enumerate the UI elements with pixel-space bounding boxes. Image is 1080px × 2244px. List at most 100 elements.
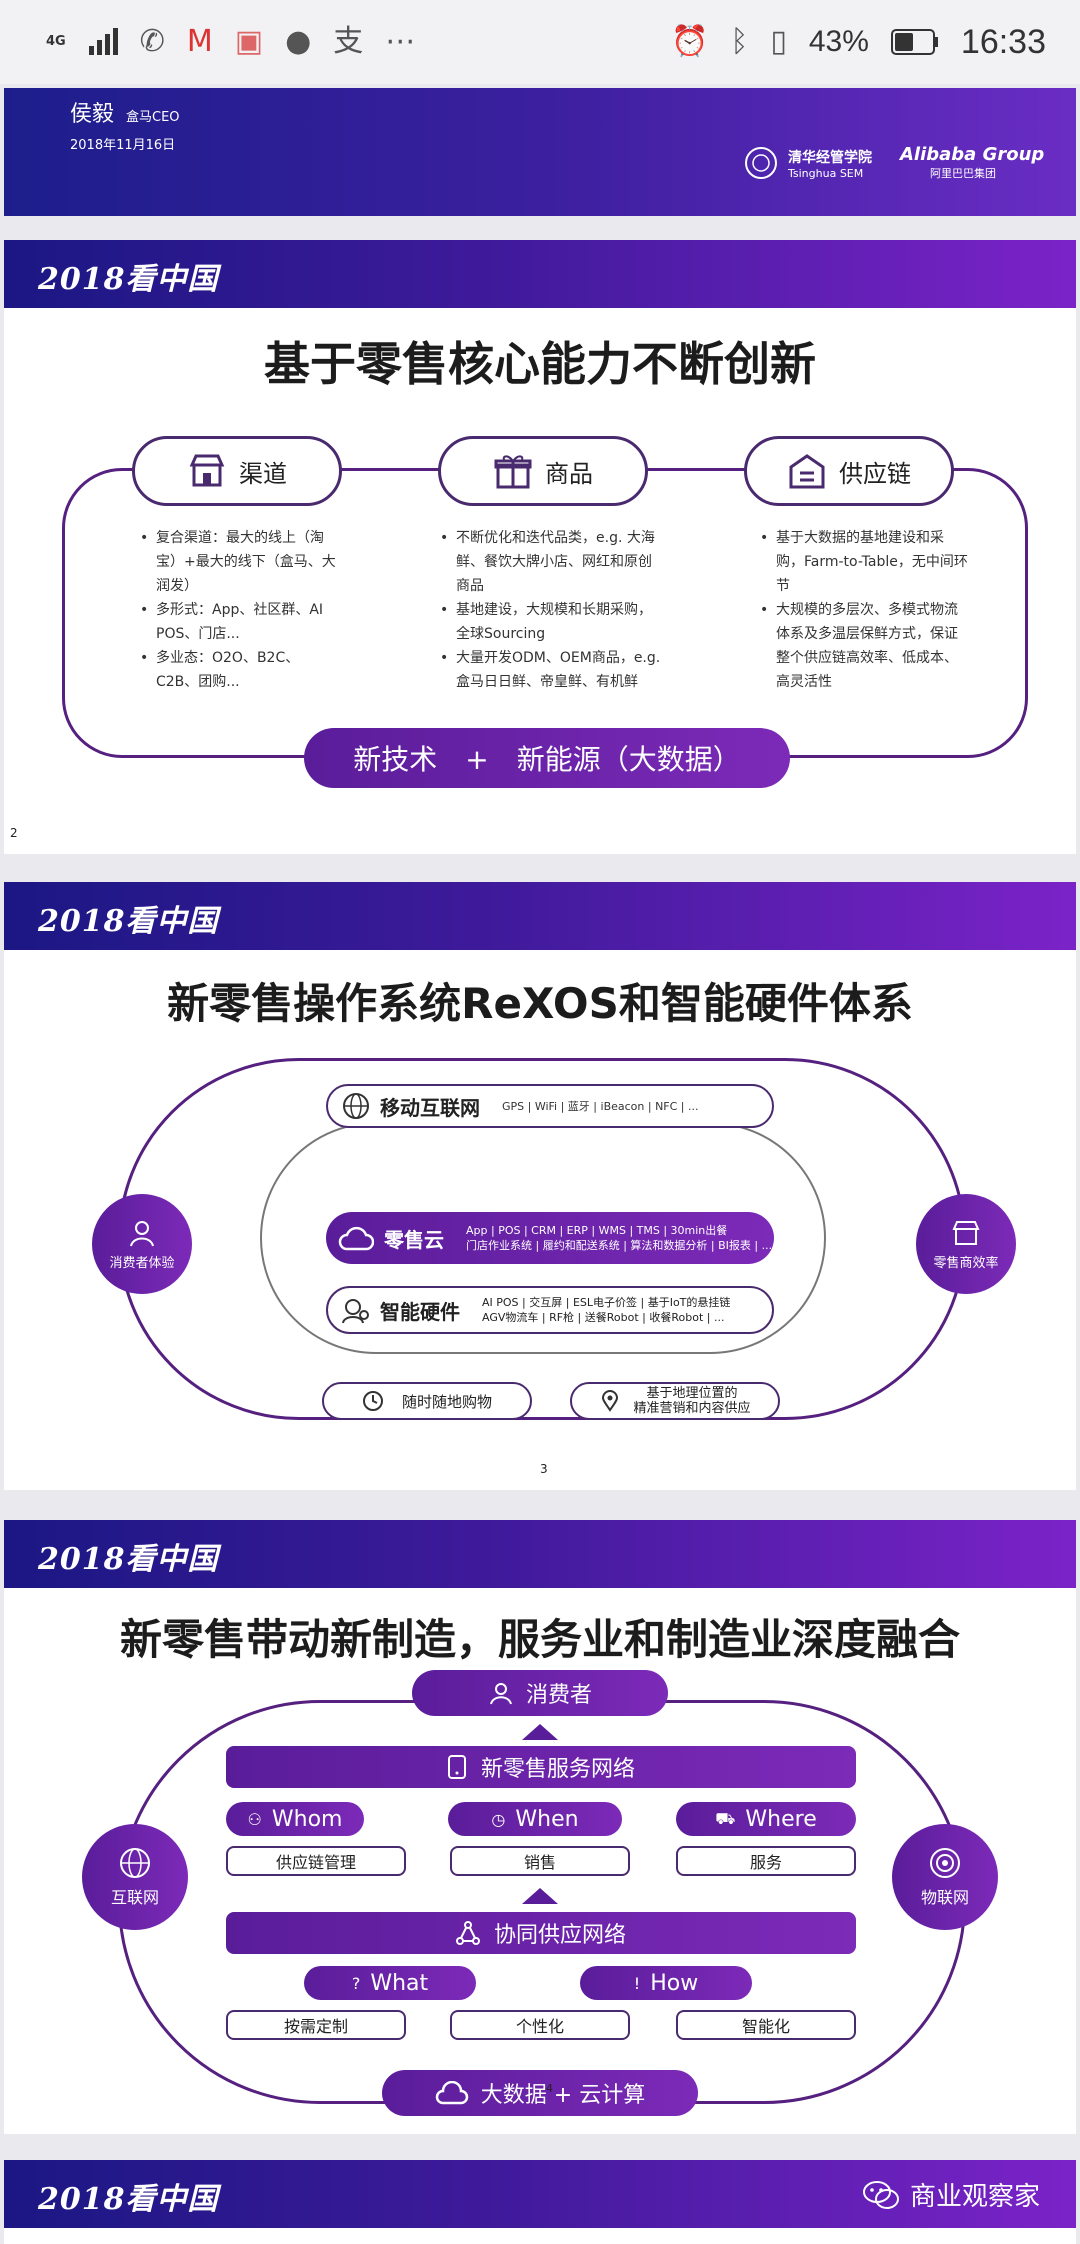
row1-cell: 供应链管理	[226, 1846, 406, 1876]
app-icon: ▣	[234, 24, 264, 59]
slide-title: 基于零售核心能力不断创新	[264, 337, 816, 391]
slide-banner: 2018看中国	[4, 1520, 1076, 1588]
shop-anytime-box: 随时随地购物	[322, 1382, 532, 1420]
list-item: 复合渠道：最大的线上（淘宝）+最大的线下（盒马、大润发）	[140, 526, 340, 598]
vibrate-icon: ▯	[770, 24, 787, 59]
store-icon	[189, 454, 225, 487]
product-pill: 商品	[438, 436, 648, 506]
smart-hardware-box: 智能硬件 AI POS | 交互屏 | ESL电子价签 | 基于IoT的悬挂链 …	[326, 1286, 774, 1334]
battery-percent: 43%	[808, 25, 869, 58]
row2-cell: 智能化	[676, 2010, 856, 2040]
row2-cell: 个性化	[450, 2010, 630, 2040]
list-item: 多业态：O2O、B2C、C2B、团购...	[140, 646, 340, 694]
mail-app-icon: M	[186, 24, 213, 59]
cloud-icon	[338, 1226, 374, 1251]
supply-bullets: 基于大数据的基地建设和采购，Farm-to-Table，无中间环节 大规模的多层…	[760, 526, 968, 694]
signal-icon	[88, 28, 118, 55]
status-bar: 4G ✆ M ▣ ● 支 ⋯ ⏰ ᛒ ▯ 43% 16:33	[0, 0, 1080, 84]
page-number: 2	[10, 826, 18, 840]
slide-title: 新零售带动新制造，服务业和制造业深度融合	[119, 1615, 960, 1664]
globe-icon	[343, 1093, 369, 1119]
iot-icon	[930, 1848, 960, 1878]
user-icon	[490, 1683, 512, 1705]
retailer-efficiency-circle: 零售商效率	[916, 1194, 1016, 1294]
whom-pill: ⚇Whom	[226, 1802, 364, 1836]
list-item: 多形式：App、社区群、AI POS、门店...	[140, 598, 340, 646]
page-number: 3	[540, 1462, 548, 1476]
internet-circle: 互联网	[82, 1824, 188, 1930]
network-icon	[455, 1921, 480, 1945]
clock-icon: ◷	[491, 1809, 506, 1829]
speaker-role: 盒马CEO	[126, 110, 180, 125]
phone-icon: ✆	[139, 24, 165, 59]
tsinghua-logo: 清华经管学院 Tsinghua SEM	[744, 146, 872, 180]
talk-date: 2018年11月16日	[70, 138, 176, 153]
list-item: 不断优化和迭代品类，e.g. 大海鲜、餐饮大牌小店、网红和原创商品	[440, 526, 662, 598]
slide-3: 2018看中国 新零售操作系统ReXOS和智能硬件体系 移动互联网 GPS | …	[4, 882, 1076, 1490]
list-item: 基于大数据的基地建设和采购，Farm-to-Table，无中间环节	[760, 526, 968, 598]
slide-4: 2018看中国 新零售带动新制造，服务业和制造业深度融合 消费者 新零售服务网络…	[4, 1520, 1076, 2134]
channel-pill: 渠道	[132, 436, 342, 506]
product-bullets: 不断优化和迭代品类，e.g. 大海鲜、餐饮大牌小店、网红和原创商品 基地建设，大…	[440, 526, 662, 694]
info-icon: !	[633, 1973, 641, 1993]
up-arrow-icon	[522, 1888, 558, 1904]
location-pin-icon	[602, 1390, 619, 1412]
row1-cell: 服务	[676, 1846, 856, 1876]
list-item: 大规模的多层次、多模式物流体系及多温层保鲜方式，保证整个供应链高效率、低成本、高…	[760, 598, 968, 694]
slide-logo: 2018看中国	[38, 2182, 219, 2217]
question-icon: ?	[351, 1973, 361, 1993]
speaker-name: 侯毅	[70, 102, 115, 127]
face-scan-icon	[342, 1299, 369, 1324]
list-item: 大量开发ODM、OEM商品，e.g. 盒马日日鲜、帝皇鲜、有机鲜	[440, 646, 662, 694]
clock-icon	[362, 1391, 383, 1411]
slide-title: 新零售操作系统ReXOS和智能硬件体系	[167, 979, 913, 1028]
slide-1: 侯毅 盒马CEO 2018年11月16日 清华经管学院 Tsinghua SEM…	[4, 88, 1076, 216]
where-pill: ⛟Where	[676, 1802, 856, 1836]
slide-banner: 2018看中国	[4, 882, 1076, 950]
bluetooth-icon: ᛒ	[730, 24, 749, 59]
gift-icon	[494, 455, 532, 489]
tsinghua-seal-icon	[745, 147, 777, 179]
page-number: 4	[546, 2082, 553, 2095]
clock: 16:33	[960, 22, 1046, 61]
iot-circle: 物联网	[892, 1824, 998, 1930]
how-pill: !How	[580, 1966, 752, 2000]
warehouse-icon	[789, 454, 825, 489]
cloud-icon	[435, 2081, 469, 2105]
phone-icon	[447, 1755, 466, 1779]
alipay-icon: 支	[333, 24, 364, 59]
bigdata-cloud-pill: 大数据 + 云计算	[382, 2070, 698, 2116]
row2-cell: 按需定制	[226, 2010, 406, 2040]
chat-icon: ●	[285, 24, 312, 59]
service-network-bar: 新零售服务网络	[226, 1746, 856, 1788]
alibaba-logo: Alibaba Group 阿里巴巴集团	[900, 144, 1045, 180]
what-pill: ?What	[304, 1966, 476, 2000]
row1-cell: 销售	[450, 1846, 630, 1876]
supply-network-bar: 协同供应网络	[226, 1912, 856, 1954]
slide-logo: 2018看中国	[38, 262, 219, 297]
up-arrow-icon	[522, 1724, 558, 1740]
network-indicator: 4G	[46, 34, 66, 49]
consumer-experience-circle: 消费者体验	[92, 1194, 192, 1294]
slide-5: 2018看中国 商业观察家	[4, 2160, 1076, 2244]
globe-icon	[120, 1848, 150, 1878]
tech-energy-bar: 新技术 + 新能源（大数据）	[304, 728, 790, 788]
battery-icon	[890, 29, 938, 55]
geo-marketing-box: 基于地理位置的 精准营销和内容供应	[570, 1382, 780, 1420]
mobile-internet-box: 移动互联网 GPS | WiFi | 蓝牙 | iBeacon | NFC | …	[326, 1084, 774, 1128]
list-item: 基地建设，大规模和长期采购，全球Sourcing	[440, 598, 662, 646]
slide-banner: 2018看中国	[4, 240, 1076, 308]
person-icon: ⚇	[247, 1809, 262, 1829]
slide-logo: 2018看中国	[38, 904, 219, 939]
slide-logo: 2018看中国	[38, 1542, 219, 1577]
retail-cloud-box: 零售云 App | POS | CRM | ERP | WMS | TMS | …	[326, 1212, 774, 1264]
slide-2: 2018看中国 基于零售核心能力不断创新 渠道 商品 供应链 复合渠道：最大的线…	[4, 240, 1076, 854]
supply-chain-pill: 供应链	[744, 436, 954, 506]
consumer-pill: 消费者	[412, 1670, 668, 1716]
delivery-icon: ⛟	[715, 1808, 736, 1828]
user-icon	[130, 1220, 154, 1246]
channel-bullets: 复合渠道：最大的线上（淘宝）+最大的线下（盒马、大润发） 多形式：App、社区群…	[140, 526, 340, 694]
wechat-watermark: 商业观察家	[862, 2176, 1040, 2213]
alarm-icon: ⏰	[670, 24, 709, 59]
wechat-icon	[862, 2180, 899, 2209]
